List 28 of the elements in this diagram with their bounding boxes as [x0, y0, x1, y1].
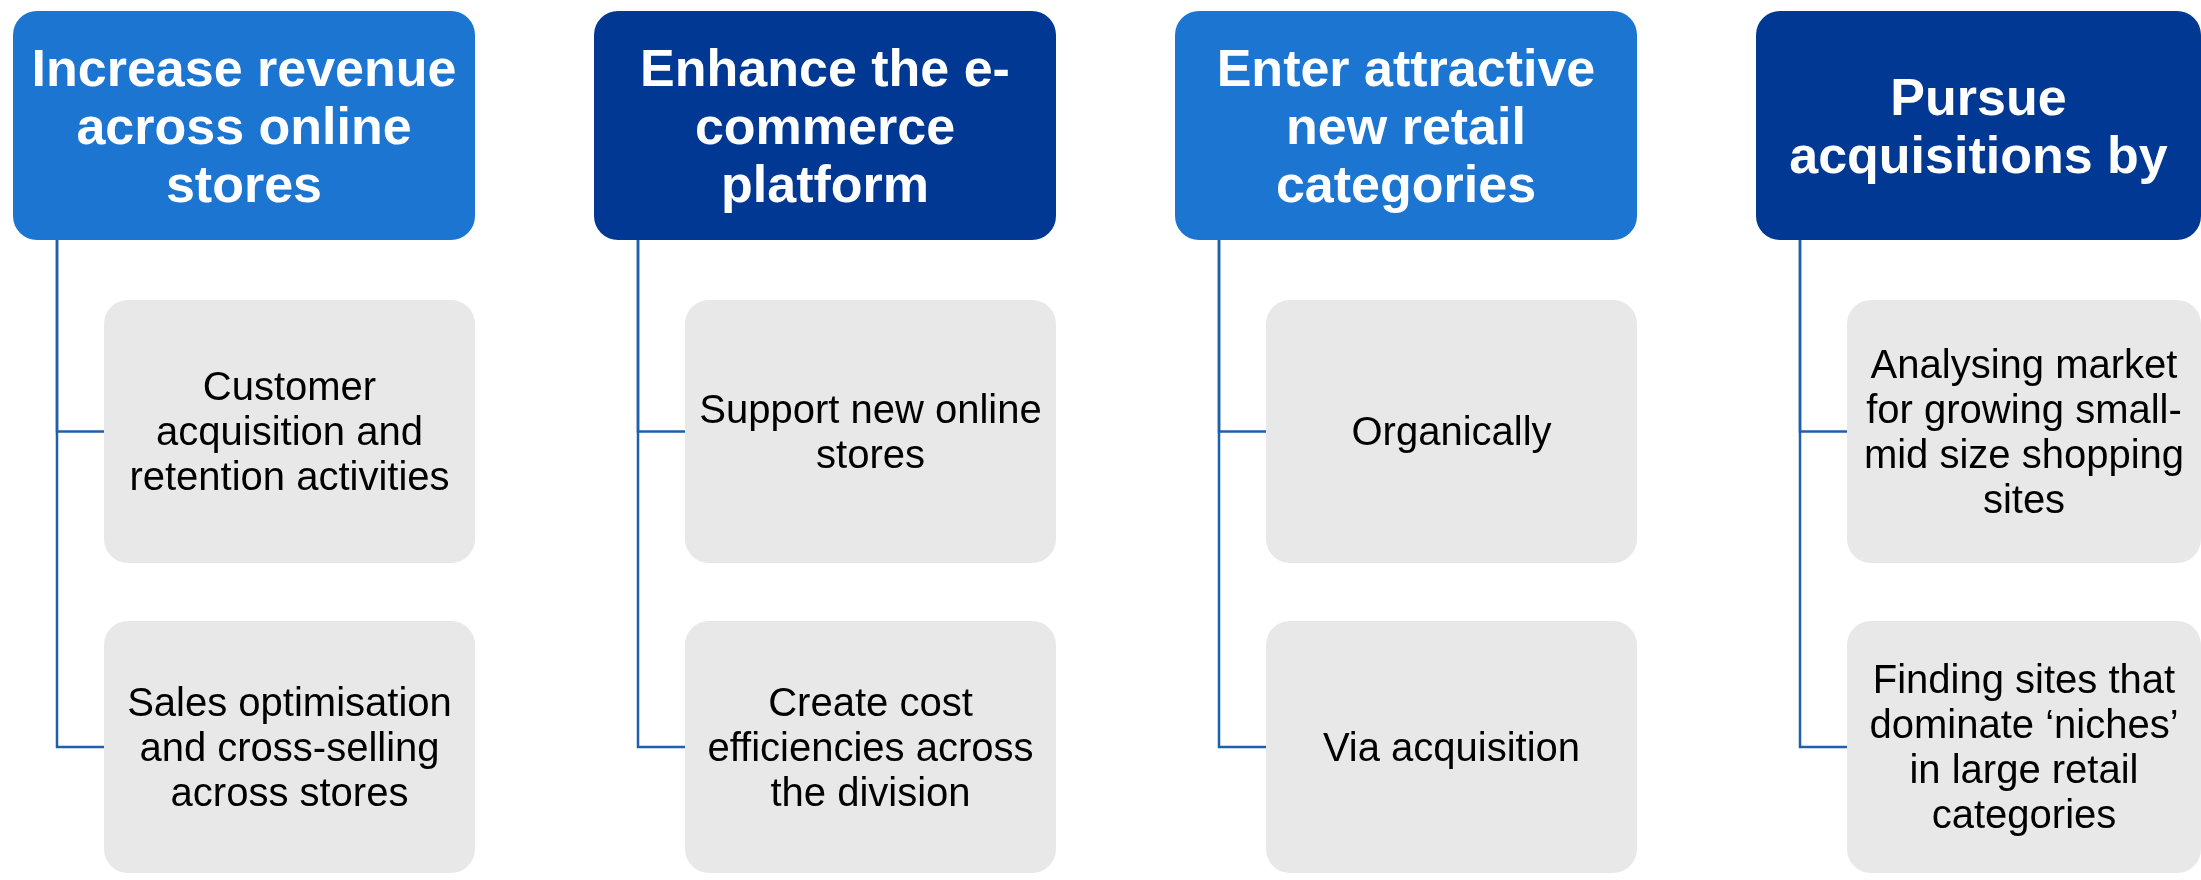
goal-box — [1175, 11, 1637, 240]
goal-text: Pursue acquisitions by — [1788, 67, 2169, 184]
action-text: Create cost efficiencies across the division — [706, 679, 1035, 815]
goal-text: Enter attractive new retail categories — [1215, 38, 1597, 213]
goal-text: Enhance the e-commerce platform — [639, 38, 1011, 213]
action-box — [685, 621, 1056, 873]
action-box — [104, 300, 475, 563]
action-box — [1847, 621, 2201, 873]
action-box — [1266, 300, 1637, 563]
action-text: Via acquisition — [1322, 724, 1581, 770]
action-text: Organically — [1351, 409, 1552, 454]
connector-line — [1217, 240, 1266, 749]
action-text: Analysing market for growing small-mid size shopping sites — [1862, 341, 2186, 522]
action-box — [104, 621, 475, 873]
goal-box — [1756, 11, 2201, 240]
connector-line — [55, 240, 104, 749]
goal-text: Increase revenue across online stores — [30, 38, 458, 213]
action-text: Support new online stores — [699, 386, 1042, 477]
action-box — [1847, 300, 2201, 563]
action-text: Sales optimisation and cross-selling across stores — [126, 679, 453, 815]
goal-box — [594, 11, 1056, 240]
goal-box — [13, 11, 475, 240]
action-text: Customer acquisition and retention activities — [128, 364, 451, 499]
action-box — [1266, 621, 1637, 873]
action-text: Finding sites that dominate ‘niches’ in large retail categories — [1868, 657, 2180, 837]
connector-line — [1798, 240, 1847, 749]
connector-line — [636, 240, 685, 749]
action-box — [685, 300, 1056, 563]
